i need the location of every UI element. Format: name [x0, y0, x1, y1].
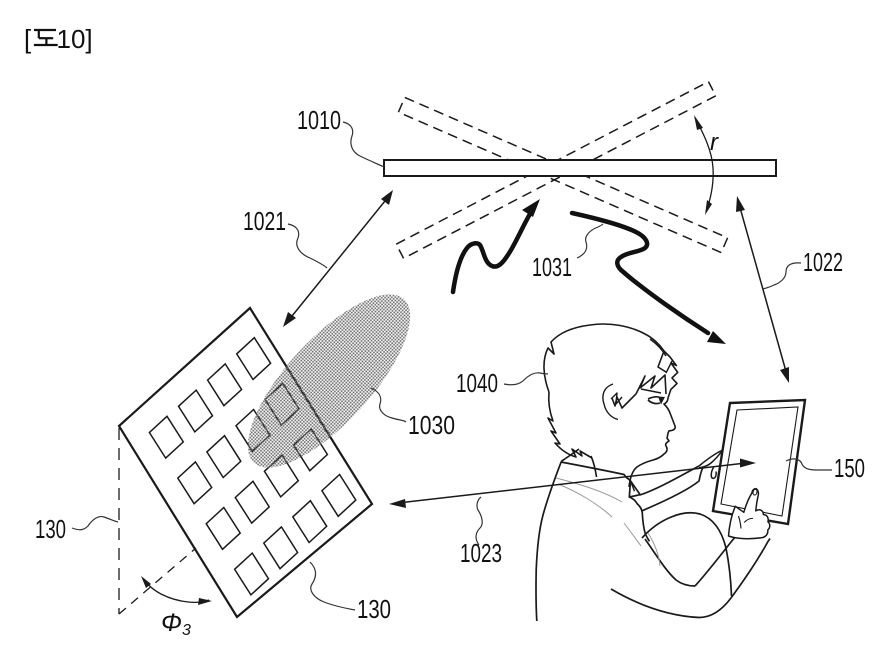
svg-text:1022: 1022 [803, 247, 843, 277]
svg-text:150: 150 [834, 453, 865, 483]
svg-text:1010: 1010 [297, 105, 341, 135]
svg-text:1040: 1040 [456, 368, 498, 398]
svg-text:1021: 1021 [243, 206, 286, 236]
svg-text:1031: 1031 [532, 252, 572, 282]
svg-text:r: r [710, 129, 719, 156]
svg-text:130: 130 [357, 594, 391, 624]
svg-text:1030: 1030 [408, 410, 455, 440]
svg-text:1023: 1023 [460, 538, 502, 568]
svg-text:10]: 10] [57, 24, 93, 54]
svg-text:130: 130 [35, 514, 66, 544]
svg-text:[: [ [24, 24, 32, 54]
